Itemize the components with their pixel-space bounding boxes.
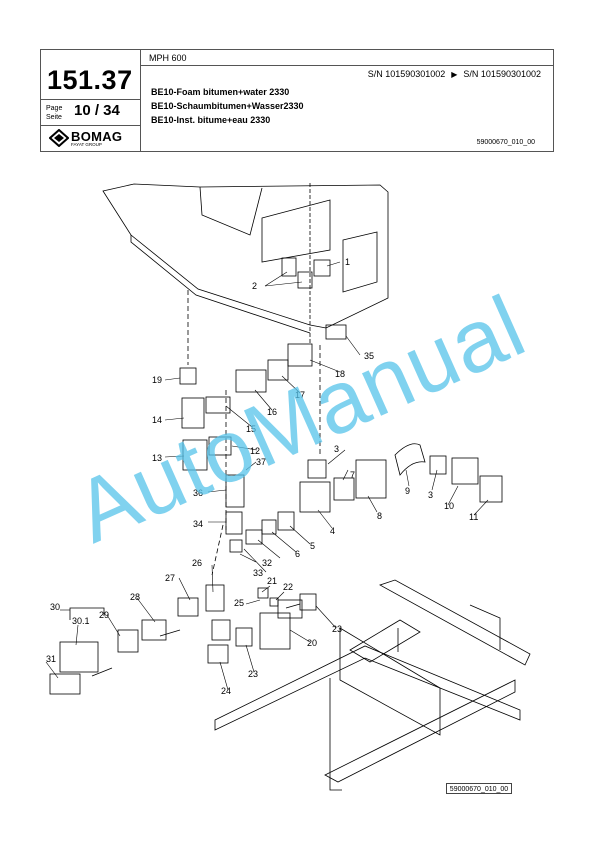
callout: 18 [335, 369, 345, 379]
callout: 9 [405, 486, 410, 496]
serial-from: S/N 101590301002 [367, 69, 446, 79]
callout: 33 [253, 568, 263, 578]
machine-frame [214, 579, 531, 791]
callout: 29 [99, 610, 109, 620]
exploded-parts-diagram: 1 2 3 3 4 5 6 7 8 9 10 11 12 13 14 15 16… [45, 183, 531, 791]
logo-mark-icon [49, 129, 69, 147]
callout: 5 [310, 541, 315, 551]
callout: 27 [165, 573, 175, 583]
logo-text: BOMAG [71, 129, 123, 144]
page-label-de: Seite [46, 114, 62, 121]
title-de: BE10-Schaumbitumen+Wasser2330 [151, 101, 304, 111]
callout: 6 [295, 549, 300, 559]
callout: 2 [252, 281, 257, 291]
callout: 36 [193, 488, 203, 498]
section-number: 151.37 [47, 65, 133, 95]
callout: 31 [46, 654, 56, 664]
fittings [49, 257, 503, 695]
callout: 30.1 [72, 616, 90, 626]
model-name: MPH 600 [149, 53, 187, 63]
title-block: BE10-Foam bitumen+water 2330 BE10-Schaum… [151, 85, 303, 127]
arrow-right-icon: ▶ [451, 70, 458, 79]
callout: 4 [330, 526, 335, 536]
callout: 15 [246, 424, 256, 434]
callout: 25 [234, 598, 244, 608]
leader-lines [45, 261, 489, 691]
page-label-en: Page [46, 105, 63, 112]
callout: 16 [267, 407, 277, 417]
callout: 14 [152, 415, 162, 425]
callout: 23 [248, 669, 258, 679]
callout-labels: 1 2 3 3 4 5 6 7 8 9 10 11 12 13 14 15 16… [46, 257, 478, 696]
callout: 37 [256, 457, 266, 467]
callout: 20 [307, 638, 317, 648]
callout: 30 [50, 602, 60, 612]
tank-housing [102, 183, 389, 345]
page-number: 10 / 34 [74, 102, 120, 119]
drawing-reference: 59000670_010_00 [446, 783, 512, 794]
callout: 3 [428, 490, 433, 500]
callout: 12 [250, 446, 260, 456]
callout: 21 [267, 576, 277, 586]
logo-subtitle: FAYAT GROUP [71, 142, 102, 147]
callout: 22 [283, 582, 293, 592]
callout: 28 [130, 592, 140, 602]
callout: 26 [192, 558, 202, 568]
serial-to: S/N 101590301002 [463, 69, 541, 79]
callout: 17 [295, 390, 305, 400]
serial-range: S/N 101590301002 ▶ S/N 101590301002 [368, 69, 541, 79]
callout: 11 [469, 512, 478, 522]
callout: 8 [377, 511, 382, 521]
callout: 35 [364, 351, 374, 361]
bomag-logo: BOMAG FAYAT GROUP [49, 129, 137, 149]
title-fr: BE10-Inst. bitume+eau 2330 [151, 115, 271, 125]
callout: 7 [350, 470, 355, 480]
callout: 23 [332, 624, 342, 634]
callout: 3 [334, 444, 339, 454]
title-en: BE10-Foam bitumen+water 2330 [151, 87, 290, 97]
callout: 1 [345, 257, 350, 267]
callout: 13 [152, 453, 162, 463]
doc-reference: 59000670_010_00 [476, 139, 535, 146]
callout: 19 [152, 375, 162, 385]
callout: 32 [262, 558, 272, 568]
header-box: 151.37 Page Seite 10 / 34 BOMAG FAYAT GR… [40, 49, 554, 152]
callout: 24 [221, 686, 231, 696]
page-label: Page Seite [46, 104, 62, 122]
callout: 10 [444, 501, 454, 511]
callout: 34 [193, 519, 203, 529]
